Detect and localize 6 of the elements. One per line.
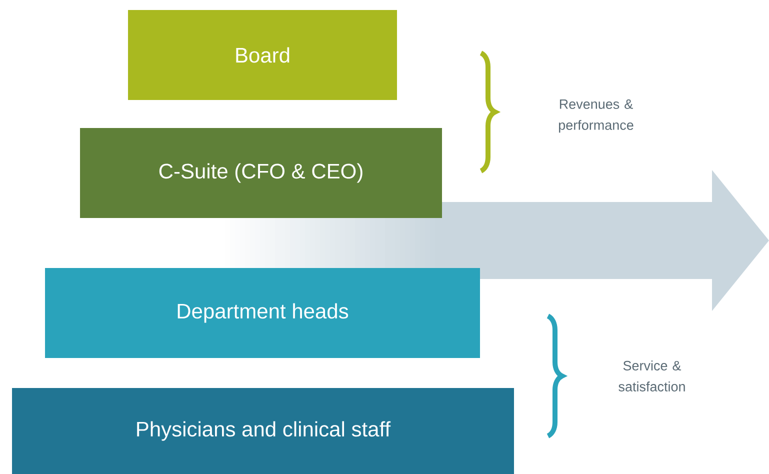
level-box: Department heads <box>45 268 480 358</box>
brace-label: Service & satisfaction <box>618 360 685 392</box>
level-box: Board <box>128 10 397 100</box>
level-box: Physicians and clinical staff <box>12 388 514 474</box>
brace-label: Revenues & performance <box>558 99 634 133</box>
level-box: C-Suite (CFO & CEO) <box>80 128 442 218</box>
